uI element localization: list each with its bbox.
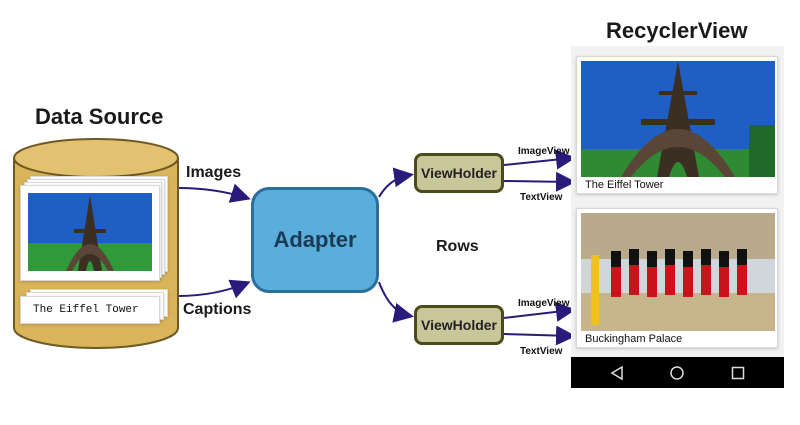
home-icon[interactable] [669,365,685,381]
arrow-captions [177,279,251,299]
imageview-label-bottom: ImageView [518,298,570,309]
captions-label: Captions [183,301,252,318]
textview-label-top: TextView [520,192,563,203]
textview-label-bottom: TextView [520,346,563,357]
eiffel-tower-image [581,61,775,177]
arrow-adapter-vh2 [378,281,414,323]
viewholder-top-label: ViewHolder [421,165,497,181]
images-label: Images [186,164,242,181]
back-icon[interactable] [609,365,625,381]
arrow-vh1-imageview [503,149,576,170]
rows-label: Rows [436,238,479,255]
recents-icon[interactable] [730,365,746,381]
imageview-label-top: ImageView [518,146,570,157]
eiffel-tower-image [28,193,152,271]
data-source-title: Data Source [35,104,164,129]
viewholder-bottom-label: ViewHolder [421,317,497,333]
arrow-vh1-textview [503,171,576,192]
arrow-vh2-imageview [503,301,576,322]
list-item-caption: The Eiffel Tower [585,179,664,191]
buckingham-palace-image [581,213,775,331]
viewholder-top: ViewHolder [414,153,504,193]
android-nav-bar [571,357,784,388]
arrow-images [177,183,251,203]
adapter-label: Adapter [273,227,357,252]
list-item-caption: Buckingham Palace [585,333,683,345]
list-item[interactable]: Buckingham Palace [576,208,778,348]
caption-stack: The Eiffel Tower [20,289,170,325]
list-item[interactable]: The Eiffel Tower [576,56,778,194]
arrow-adapter-vh1 [378,167,414,198]
arrow-vh2-textview [503,325,576,346]
viewholder-bottom: ViewHolder [414,305,504,345]
recyclerview-title: RecyclerView [606,18,748,43]
image-stack [20,176,170,281]
caption-card-text: The Eiffel Tower [20,296,160,324]
adapter-node: Adapter [251,187,379,293]
